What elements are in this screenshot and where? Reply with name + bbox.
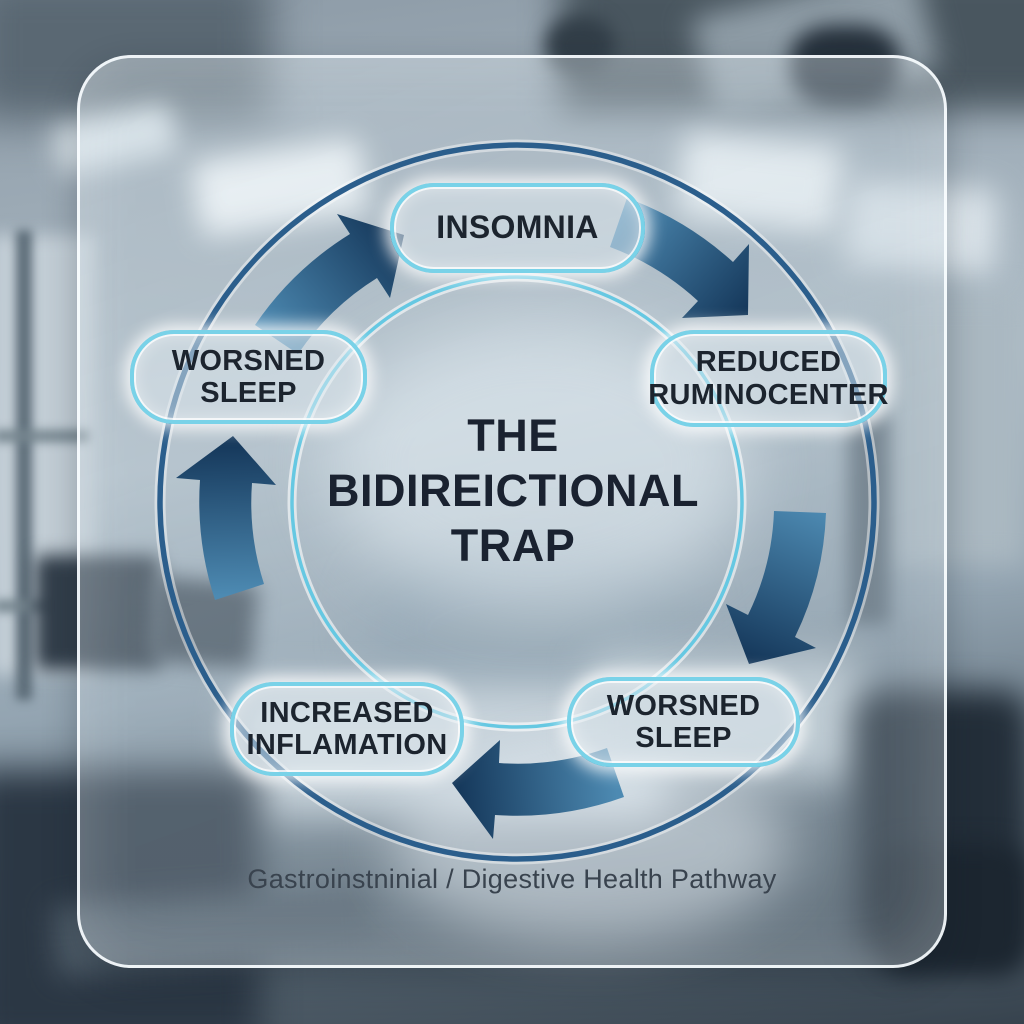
node-label: RUMINOCENTER (648, 378, 889, 411)
cycle-title-line: TRAP (450, 520, 576, 571)
ceiling-spot (545, 15, 615, 75)
node-worsned-sleep-left: WORSNED SLEEP (130, 330, 367, 424)
arrow-up-left-side (176, 436, 276, 600)
node-label: WORSNED (606, 689, 761, 722)
node-label: WORSNED (171, 344, 326, 377)
window-mullion (16, 230, 32, 700)
pathway-caption: Gastroinstninial / Digestive Health Path… (247, 864, 777, 894)
arrow-left-to-top (255, 214, 404, 354)
node-label: SLEEP (200, 377, 297, 409)
cycle-title-line: THE (467, 410, 559, 461)
node-label: INFLAMATION (246, 729, 448, 761)
window-mullion (0, 430, 89, 442)
node-increased-inflamation: INCREASED INFLAMATION (230, 682, 464, 776)
arrow-bottom-to-left (452, 740, 624, 839)
cycle-ring-inner (290, 275, 744, 729)
cycle-title: THE BIDIREICTIONAL TRAP (263, 408, 763, 573)
node-label: INCREASED (260, 696, 434, 729)
cycle-ring-outer (157, 142, 877, 862)
node-worsned-sleep-right: WORSNED SLEEP (567, 677, 800, 767)
node-label: INSOMNIA (436, 209, 599, 246)
node-reduced-ruminocenter: REDUCED RUMINOCENTER (648, 330, 889, 427)
ceiling-shadow-left (0, 0, 270, 120)
node-insomnia: INSOMNIA (390, 183, 645, 273)
ceiling-vent (790, 25, 900, 105)
node-label: SLEEP (635, 722, 732, 754)
cabinet (875, 295, 1024, 565)
desk-monitor (35, 555, 160, 670)
cycle-title-line: BIDIREICTIONAL (327, 465, 699, 516)
node-label: REDUCED (695, 346, 842, 379)
arrow-right-to-bottom (726, 511, 826, 664)
